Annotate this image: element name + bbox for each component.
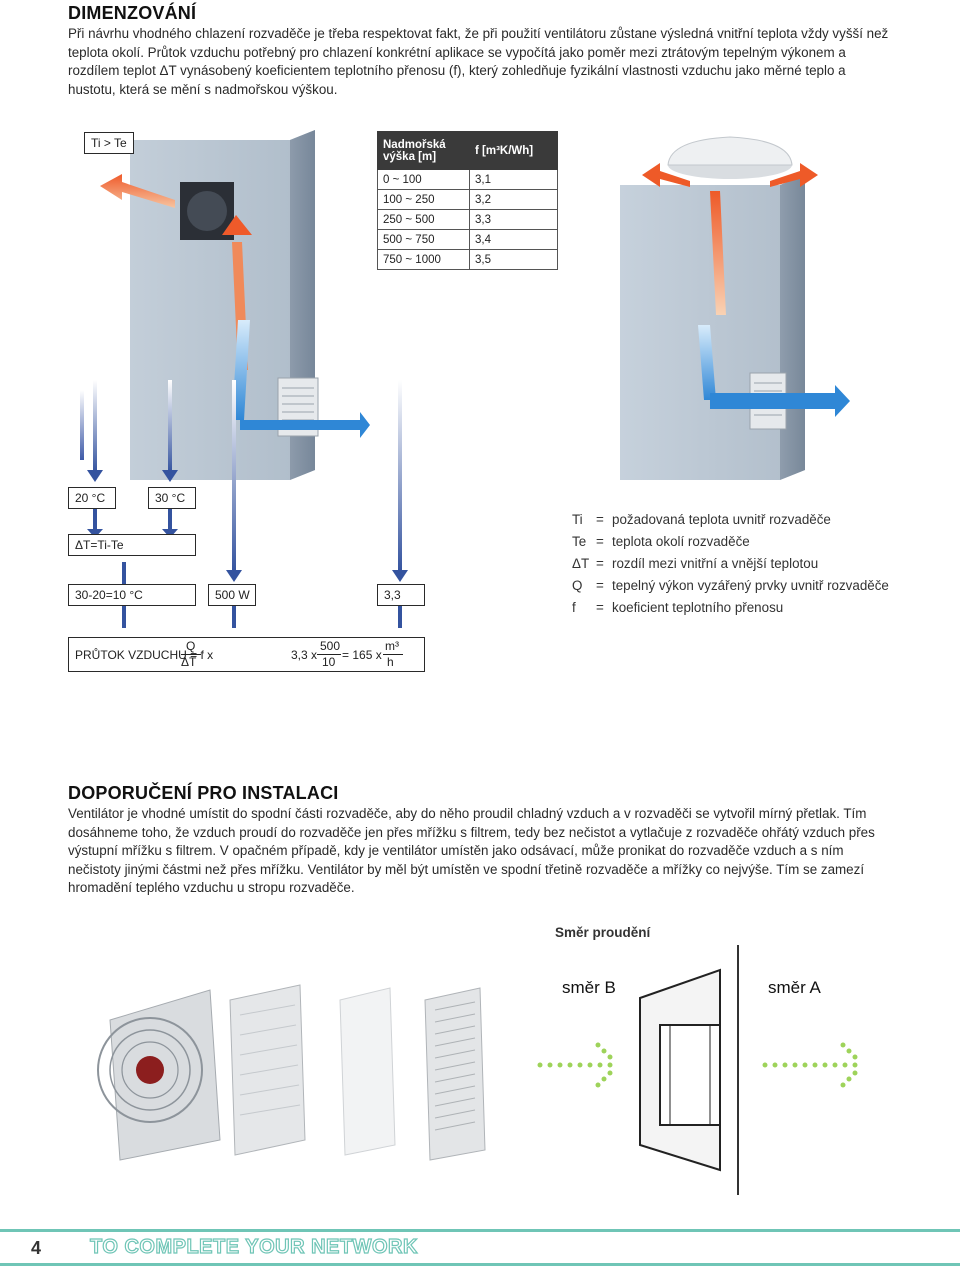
flow-lines — [87, 380, 408, 628]
legend-row: Ti = požadovaná teplota uvnitř rozvaděče — [572, 512, 831, 527]
ti-te-label: Ti > Te — [84, 132, 134, 154]
section-title-doporuceni: DOPORUČENÍ PRO INSTALACI — [68, 783, 339, 803]
formula-m3: m³ — [385, 639, 399, 653]
section-title-dimenzovani: DIMENZOVÁNÍ — [68, 3, 197, 23]
altitude-header: Nadmořská výška [m] — [377, 131, 470, 170]
formula-h: h — [387, 655, 394, 669]
flow-direction-illustration — [537, 945, 858, 1195]
table-cell: 750 ~ 1000 — [377, 249, 470, 270]
formula-box: PRŮTOK VZDUCHU = f x Q ΔT 3,3 x 500 10 =… — [68, 637, 425, 672]
calc-box: 30-20=10 °C — [68, 584, 196, 606]
temp-30-box: 30 °C — [148, 487, 196, 509]
table-cell: 3,5 — [469, 249, 558, 270]
legend-row: Te = teplota okolí rozvaděče — [572, 534, 750, 549]
cabinet-fan-illustration — [80, 130, 370, 480]
legend-symbol: Te — [572, 534, 587, 549]
table-cell: 500 ~ 750 — [377, 229, 470, 250]
legend-row: Q = tepelný výkon vyzářený prvky uvnitř ro… — [572, 578, 889, 593]
legend-desc: koeficient teplotního přenosu — [612, 600, 784, 615]
formula-10: 10 — [322, 655, 336, 669]
table-cell: 100 ~ 250 — [377, 189, 470, 210]
flow-title: Směr proudění — [555, 925, 651, 940]
legend-desc: rozdíl mezi vnitřní a vnější teplotou — [612, 556, 819, 571]
formula-dt: ΔT — [181, 655, 197, 669]
legend-eq: = — [596, 534, 604, 549]
formula-500: 500 — [320, 639, 341, 653]
formula-eq: = 165 x — [342, 648, 382, 662]
table-cell: 0 ~ 100 — [377, 169, 470, 190]
legend-desc: požadovaná teplota uvnitř rozvaděče — [612, 512, 831, 527]
delta-t-box: ΔT=Ti-Te — [68, 534, 196, 556]
table-cell: 250 ~ 500 — [377, 209, 470, 230]
legend-eq: = — [596, 578, 604, 593]
table-cell: 3,1 — [469, 169, 558, 190]
legend-symbol: Q — [572, 578, 583, 593]
direction-a-label: směr A — [768, 978, 821, 997]
table-cell: 3,2 — [469, 189, 558, 210]
flow-arrow-left — [537, 1042, 613, 1088]
legend-row: f = koeficient teplotního přenosu — [572, 600, 783, 615]
legend-desc: teplota okolí rozvaděče — [612, 534, 750, 549]
legend-desc: tepelný výkon vyzářený prvky uvnitř rozv… — [612, 578, 889, 593]
temp-20-box: 20 °C — [68, 487, 116, 509]
formula-mid: 3,3 x — [291, 648, 318, 662]
legend-symbol: Ti — [572, 512, 583, 527]
footer-slogan: TO COMPLETE YOUR NETWORK — [89, 1235, 418, 1258]
cabinet-roof-fan-illustration — [620, 136, 850, 480]
footer-line-top — [0, 1229, 960, 1232]
section-paragraph-doporuceni: Ventilátor je vhodné umístit do spodní č… — [68, 806, 875, 895]
table-cell: 3,4 — [469, 229, 558, 250]
page-number: 4 — [31, 1238, 42, 1258]
power-box: 500 W — [208, 584, 256, 606]
section-paragraph-dimenzovani: Při návrhu vhodného chlazení rozvaděče j… — [68, 26, 889, 97]
formula-q: Q — [186, 639, 196, 653]
legend-eq: = — [596, 556, 604, 571]
legend-row: ΔT = rozdíl mezi vnitřní a vnější teplotou — [572, 556, 818, 571]
table-cell: 3,3 — [469, 209, 558, 230]
footer-line-bottom — [0, 1263, 960, 1266]
legend-eq: = — [596, 600, 604, 615]
legend-eq: = — [596, 512, 604, 527]
coefficient-header: f [m³K/Wh] — [469, 131, 558, 170]
legend-symbol: ΔT — [572, 556, 590, 571]
direction-b-label: směr B — [562, 978, 616, 997]
fan-exploded-illustration — [97, 984, 486, 1161]
formula-label: PRŮTOK VZDUCHU = f x — [75, 648, 214, 662]
coefficient-box: 3,3 — [377, 584, 425, 606]
legend-symbol: f — [572, 600, 576, 615]
